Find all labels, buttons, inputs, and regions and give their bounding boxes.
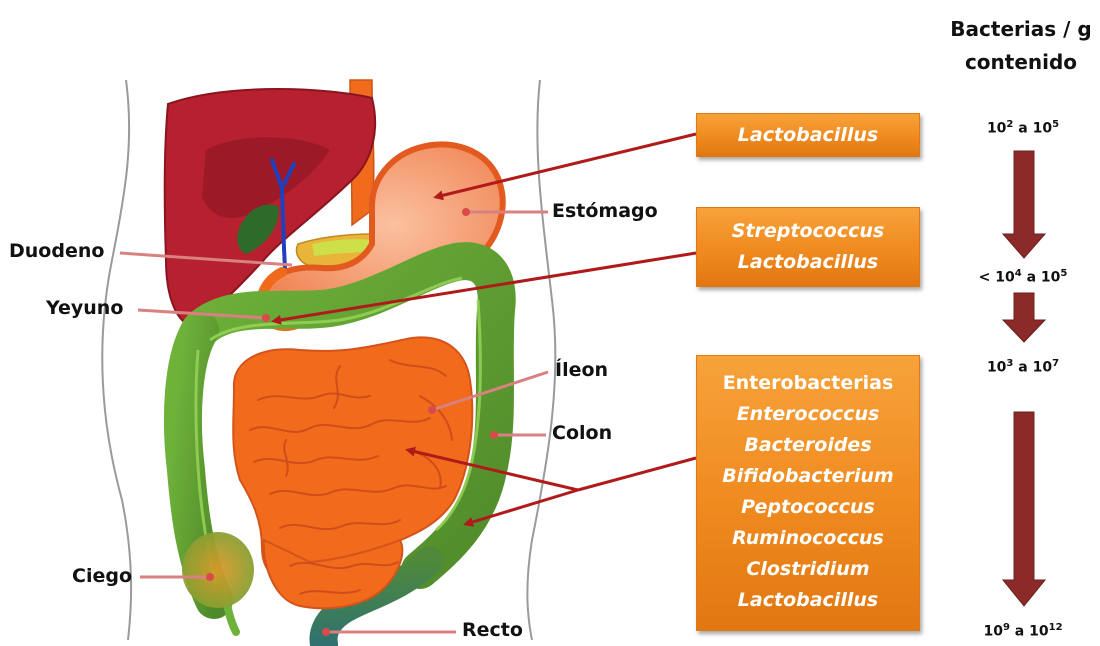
bacteria-name: Peptococcus [697, 492, 919, 523]
label-estomago: Estómago [552, 202, 658, 221]
count-exponent: 4 [1015, 268, 1022, 279]
label-ileon: Íleon [555, 361, 608, 380]
flow-arrow-3 [1003, 412, 1045, 606]
count-exponent: 9 [1003, 622, 1010, 633]
bacteria-box-colon: Enterobacterias Enterococcus Bacteroides… [696, 355, 920, 631]
count-exponent: 7 [1052, 358, 1059, 369]
flow-arrows [1003, 151, 1045, 606]
count-separator: a [1010, 624, 1029, 640]
label-yeyuno: Yeyuno [46, 299, 123, 318]
header-line-2: contenido [946, 46, 1096, 79]
count-base: 10 [983, 624, 1002, 640]
count-base: 10 [987, 360, 1006, 376]
count-stomach: 102 a 105 [958, 119, 1088, 137]
count-ileon: 103 a 107 [958, 358, 1088, 376]
bacteria-name: Lactobacillus [697, 247, 919, 278]
label-recto: Recto [462, 621, 523, 640]
label-duodeno: Duodeno [9, 242, 104, 261]
count-separator: a [1022, 270, 1041, 286]
bacteria-box-stomach: Lactobacillus [696, 113, 920, 157]
bacteria-name: Streptococcus [697, 216, 919, 247]
count-separator: a [1013, 121, 1032, 137]
bacteria-name: Enterococcus [697, 399, 919, 430]
label-ciego: Ciego [72, 567, 132, 586]
bacteria-name: Clostridium [697, 554, 919, 585]
count-base: 10 [1029, 624, 1048, 640]
count-base: 10 [1033, 360, 1052, 376]
bacteria-name: Bacteroides [697, 430, 919, 461]
flow-arrow-2 [1003, 293, 1045, 342]
bacteria-name: Bifidobacterium [697, 461, 919, 492]
count-exponent: 5 [1052, 119, 1059, 130]
bacteria-name: Lactobacillus [697, 120, 919, 151]
count-colon: 109 a 1012 [958, 622, 1088, 640]
count-base: 10 [1041, 270, 1060, 286]
bacteria-name: Lactobacillus [697, 585, 919, 616]
bacteria-box-jejunum: Streptococcus Lactobacillus [696, 207, 920, 287]
count-base: 10 [987, 121, 1006, 137]
bacteria-name: Enterobacterias [697, 368, 919, 399]
bacteria-name: Ruminococcus [697, 523, 919, 554]
count-base: 10 [1033, 121, 1052, 137]
flow-arrow-1 [1003, 151, 1045, 258]
count-base: 10 [995, 270, 1014, 286]
count-exponent: 12 [1049, 622, 1063, 633]
column-header: Bacterias / g contenido [946, 13, 1096, 79]
count-jejunum: < 104 a 105 [958, 268, 1088, 286]
count-separator: a [1013, 360, 1032, 376]
count-prefix: < [979, 270, 996, 286]
count-exponent: 5 [1060, 268, 1067, 279]
header-line-1: Bacterias / g [946, 13, 1096, 46]
cecum [182, 532, 254, 608]
label-colon: Colon [552, 424, 612, 443]
